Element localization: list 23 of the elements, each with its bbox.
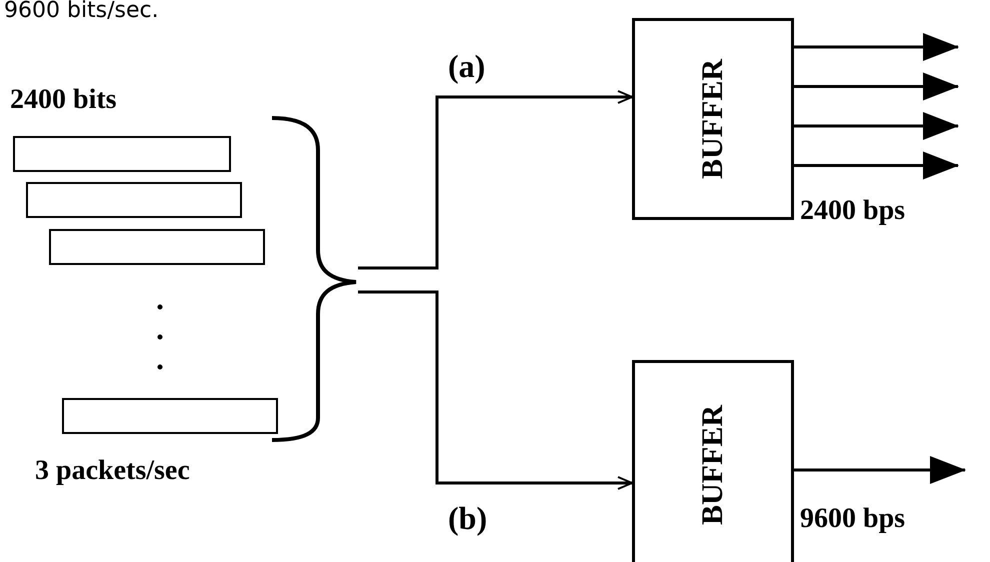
buffer-label: BUFFER: [696, 405, 730, 525]
buffer-box: [632, 18, 794, 220]
edge-label: (b): [448, 500, 488, 537]
packet-box: [49, 229, 265, 265]
buffer-label: BUFFER: [696, 59, 730, 179]
rate-label: 9600 bps: [800, 503, 906, 535]
arrow: [794, 112, 959, 140]
packet-box: [13, 136, 231, 172]
arrow: [794, 152, 959, 180]
packet-box: [26, 182, 242, 218]
packet-box: [62, 398, 278, 434]
curly-brace: [270, 116, 358, 442]
packet-rate-label: 3 packets/sec: [35, 455, 190, 487]
caption-text: 9600 bits/sec.: [4, 0, 159, 23]
rate-label: 2400 bps: [800, 195, 906, 227]
arrow: [358, 290, 633, 490]
arrow: [794, 33, 959, 61]
arrow: [358, 90, 633, 270]
edge-label: (a): [448, 48, 486, 85]
arrow: [794, 456, 966, 484]
arrow: [794, 72, 959, 100]
buffer-box: [632, 360, 794, 562]
packet-size-label: 2400 bits: [10, 84, 117, 116]
